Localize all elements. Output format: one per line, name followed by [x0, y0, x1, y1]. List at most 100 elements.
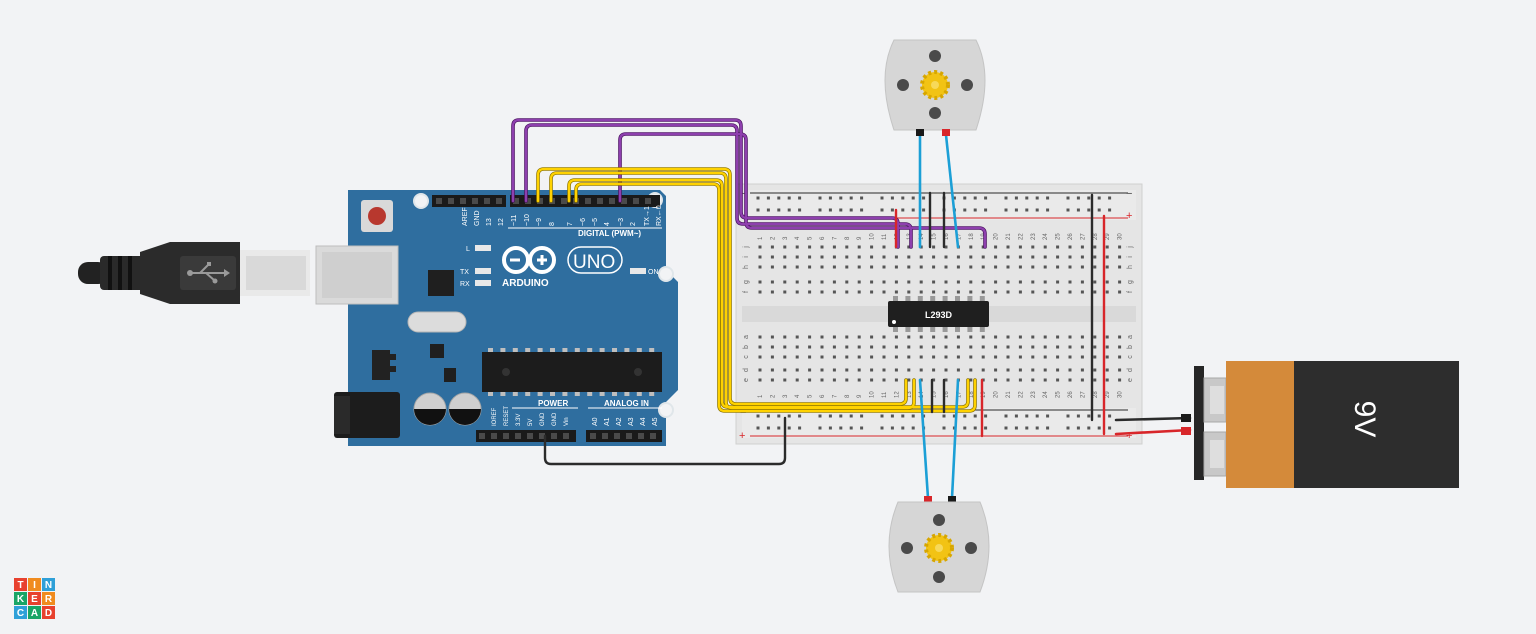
bb-col-number: 14 [919, 233, 925, 240]
bb-col-number: 5 [808, 394, 814, 398]
bb-col-number: 18 [969, 233, 975, 240]
rail-plus-top-right: + [1126, 210, 1132, 222]
header-hole[interactable] [609, 198, 615, 204]
header-hole[interactable] [503, 433, 509, 439]
bb-row-letter: e [1127, 378, 1134, 382]
power-pin-label: 3.3V [516, 414, 522, 426]
power-pin-label: 5V [528, 419, 534, 426]
bb-col-number: 27 [1080, 233, 1086, 240]
header-hole[interactable] [590, 433, 596, 439]
header-hole[interactable] [513, 198, 519, 204]
analog-pin-label: A5 [652, 417, 659, 426]
arduino-brand: ARDUINO [502, 278, 549, 289]
bb-col-number: 7 [832, 394, 838, 398]
header-hole[interactable] [551, 433, 557, 439]
header-hole[interactable] [496, 198, 502, 204]
power-pin-label: GND [552, 412, 558, 426]
power-pin-label: IOREF [492, 407, 498, 426]
bb-col-number: 24 [1043, 391, 1049, 398]
header-hole[interactable] [537, 198, 543, 204]
header-hole[interactable] [563, 433, 569, 439]
header-hole[interactable] [484, 198, 490, 204]
logo-letter: R [45, 594, 53, 605]
logo-letter: D [45, 608, 52, 619]
digital-pin-label: AREF [462, 207, 469, 226]
analog-pin-label: A2 [616, 417, 623, 426]
header-hole[interactable] [491, 433, 497, 439]
bb-col-number: 3 [783, 394, 789, 398]
reset-button[interactable] [361, 200, 393, 232]
dc-motor-bottom[interactable] [888, 496, 990, 593]
logo-letter: A [31, 608, 38, 619]
led-tx-label: TX [460, 269, 469, 276]
power-header-label: POWER [538, 399, 568, 408]
battery-9v[interactable]: 9V [1181, 361, 1459, 488]
header-hole[interactable] [585, 198, 591, 204]
header-hole[interactable] [561, 198, 567, 204]
header-hole[interactable] [527, 433, 533, 439]
bb-row-letter: h [743, 265, 750, 269]
header-hole[interactable] [472, 198, 478, 204]
yellow-wire-pin7 [567, 178, 970, 409]
header-hole[interactable] [479, 433, 485, 439]
bb-col-number: 27 [1080, 391, 1086, 398]
bb-col-number: 23 [1031, 391, 1037, 398]
bb-col-number: 19 [981, 391, 987, 398]
bb-col-number: 20 [994, 391, 1000, 398]
header-hole[interactable] [621, 198, 627, 204]
dc-power-jack[interactable] [334, 392, 400, 438]
bb-col-number: 30 [1118, 391, 1124, 398]
bb-col-number: 29 [1105, 233, 1111, 240]
rail-minus-bottom-left: − [740, 407, 746, 419]
purple-wire-pin10 [524, 123, 913, 249]
analog-pin-label: A1 [604, 417, 611, 426]
usb-cable[interactable] [78, 242, 310, 304]
header-hole[interactable] [626, 433, 632, 439]
header-hole[interactable] [633, 198, 639, 204]
bb-col-number: 1 [758, 236, 764, 240]
bb-row-letter: c [1127, 355, 1134, 359]
bb-col-number: 13 [907, 391, 913, 398]
bb-col-number: 28 [1093, 233, 1099, 240]
header-hole[interactable] [645, 198, 651, 204]
digital-pin-label: ~11 [511, 215, 518, 226]
header-hole[interactable] [638, 433, 644, 439]
arduino-model: UNO [573, 252, 615, 273]
logo-letter: K [17, 594, 25, 605]
l293d-chip[interactable]: L293D [888, 296, 989, 332]
digital-pin-label: ~9 [536, 218, 543, 226]
bb-col-number: 21 [1006, 233, 1012, 240]
bb-col-number: 23 [1031, 233, 1037, 240]
header-hole[interactable] [539, 433, 545, 439]
header-hole[interactable] [460, 198, 466, 204]
logo-letter: C [17, 608, 24, 619]
header-hole[interactable] [436, 198, 442, 204]
header-hole[interactable] [515, 433, 521, 439]
header-hole[interactable] [525, 198, 531, 204]
bb-col-number: 11 [882, 233, 888, 240]
bb-col-number: 7 [832, 236, 838, 240]
header-hole[interactable] [650, 433, 656, 439]
ground-wire [543, 416, 787, 466]
dc-motor-top[interactable] [884, 39, 986, 136]
bb-col-number: 4 [795, 236, 801, 240]
motor-bottom-lead-2 [950, 378, 960, 500]
bb-col-number: 17 [956, 233, 962, 240]
l293d-label: L293D [925, 310, 953, 320]
rail-plus-bottom-right: + [1126, 430, 1132, 442]
digital-header-label: DIGITAL (PWM~) [578, 229, 641, 238]
atmega-chip [482, 348, 662, 396]
header-hole[interactable] [602, 433, 608, 439]
header-hole[interactable] [448, 198, 454, 204]
bb-col-number: 2 [770, 236, 776, 240]
led-on-label: ON [648, 269, 659, 276]
digital-pin-label: 8 [549, 222, 556, 226]
logo-letter: I [33, 580, 36, 591]
bb-row-letter: c [743, 355, 750, 359]
header-hole[interactable] [597, 198, 603, 204]
digital-pin-label: ~10 [524, 214, 531, 226]
header-hole[interactable] [614, 433, 620, 439]
